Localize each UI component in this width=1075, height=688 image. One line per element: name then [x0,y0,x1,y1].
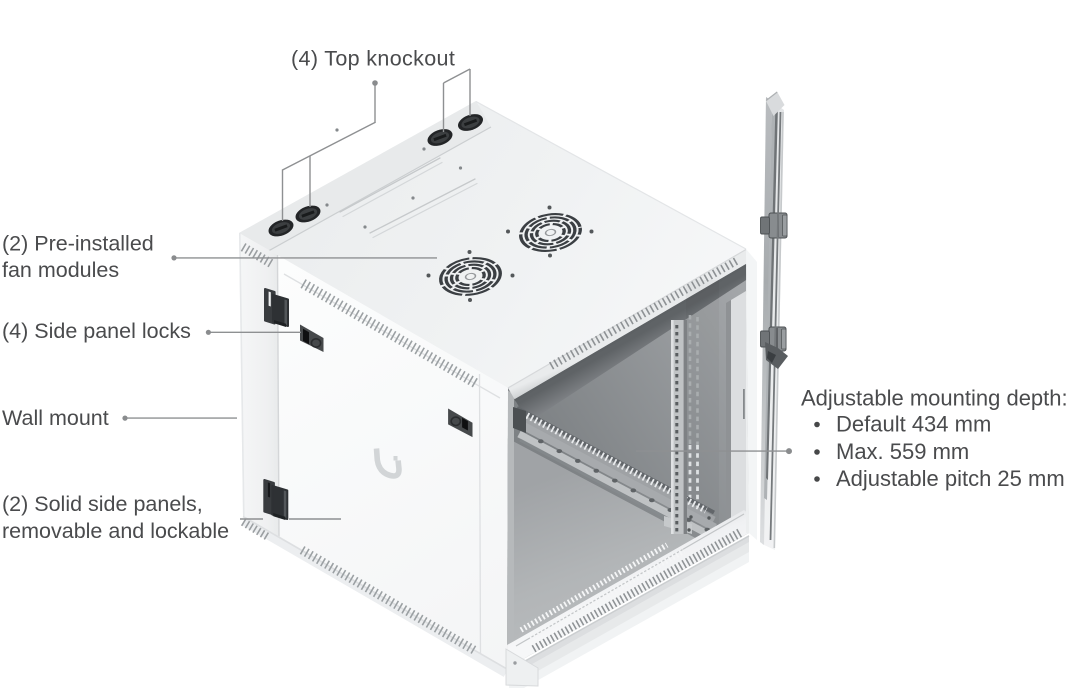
svg-text:(4) Top knockout: (4) Top knockout [291,47,455,71]
svg-text:Wall mount: Wall mount [2,406,109,430]
svg-text:fan modules: fan modules [2,258,119,282]
svg-text:Max. 559 mm: Max. 559 mm [836,439,969,464]
svg-text:(2) Solid side panels,: (2) Solid side panels, [2,492,203,516]
svg-text:Adjustable pitch 25 mm: Adjustable pitch 25 mm [836,466,1065,491]
svg-text:(4) Side panel locks: (4) Side panel locks [2,319,191,343]
svg-text:(2) Pre-installed: (2) Pre-installed [2,231,154,255]
svg-text:removable and lockable: removable and lockable [2,519,229,543]
svg-text:Default 434 mm: Default 434 mm [836,412,991,437]
svg-text:Adjustable mounting depth:: Adjustable mounting depth: [801,386,1068,411]
